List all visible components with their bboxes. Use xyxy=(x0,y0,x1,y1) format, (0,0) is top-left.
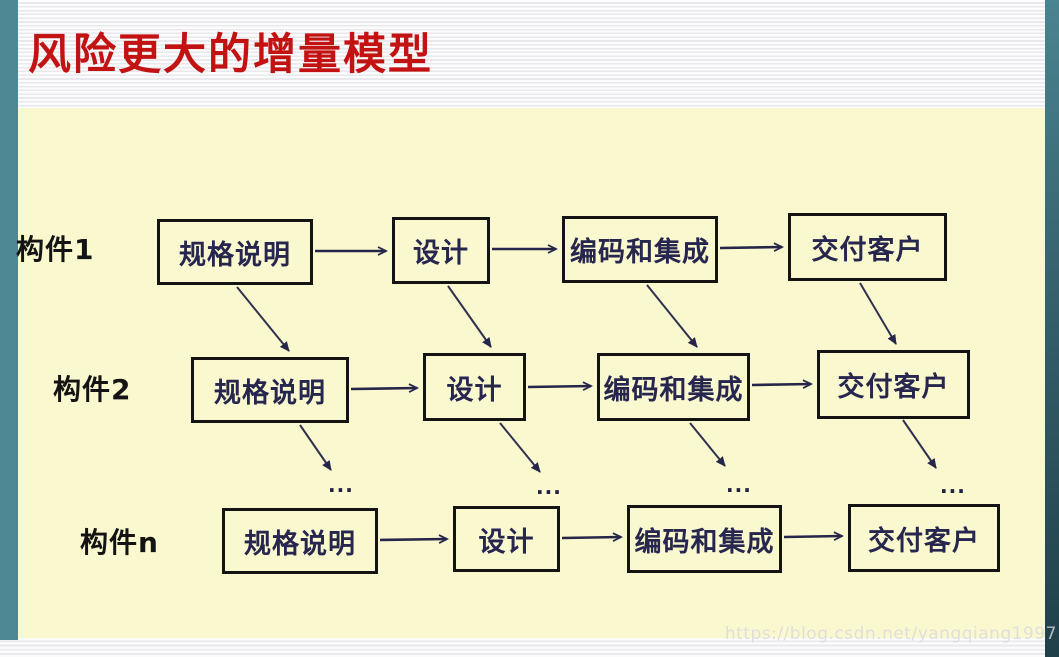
process-box-spec-n: 规格说明 xyxy=(222,508,378,574)
row-label-component-n: 构件n xyxy=(80,526,159,559)
right-accent-bar xyxy=(1045,0,1059,657)
process-box-spec-1: 规格说明 xyxy=(157,219,313,285)
ellipsis-design: ... xyxy=(536,475,562,499)
watermark-url: https://blog.csdn.net/yangqiang1997 xyxy=(724,624,1057,644)
header-stripe-texture xyxy=(0,0,1059,108)
process-box-design-1: 设计 xyxy=(392,217,490,284)
ellipsis-spec: ... xyxy=(328,473,354,497)
ellipsis-code: ... xyxy=(726,473,752,497)
process-box-spec-2: 规格说明 xyxy=(191,357,349,423)
left-accent-bar xyxy=(0,0,18,640)
slide-title: 风险更大的增量模型 xyxy=(28,30,433,80)
process-box-code-n: 编码和集成 xyxy=(627,505,782,573)
footer-stripe-texture xyxy=(0,638,1059,657)
process-box-design-2: 设计 xyxy=(423,353,526,421)
process-box-deliver-2: 交付客户 xyxy=(817,350,970,419)
process-box-code-1: 编码和集成 xyxy=(562,216,718,283)
row-label-component-1: 构件1 xyxy=(16,233,95,266)
diagram-canvas xyxy=(18,108,1046,638)
row-label-component-2: 构件2 xyxy=(53,373,132,406)
process-box-design-n: 设计 xyxy=(453,506,560,572)
process-box-code-2: 编码和集成 xyxy=(597,353,750,421)
process-box-deliver-1: 交付客户 xyxy=(788,213,947,281)
process-box-deliver-n: 交付客户 xyxy=(848,504,1000,572)
ellipsis-deliver: ... xyxy=(940,474,966,498)
